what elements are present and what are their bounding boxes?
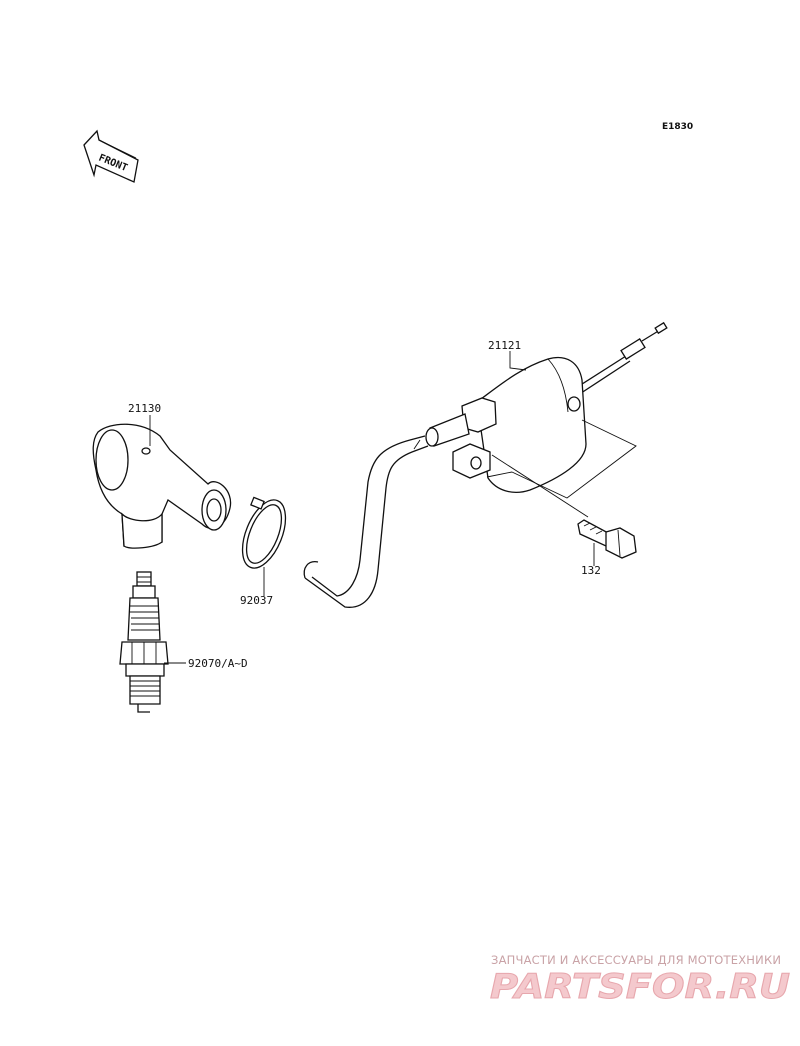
spark-plug-cap xyxy=(92,423,232,549)
watermark: ЗАПЧАСТИ И АКСЕССУАРЫ ДЛЯ МОТОТЕХНИКИ PA… xyxy=(490,953,791,1008)
spark-plug xyxy=(119,571,169,713)
high-tension-cable xyxy=(303,435,429,608)
part-number-21130[interactable]: 21130 xyxy=(128,402,161,415)
front-arrow-icon: FRONT xyxy=(83,129,139,183)
part-number-21121[interactable]: 21121 xyxy=(488,339,521,352)
diagram-code: E1830 xyxy=(662,122,693,132)
part-number-92037[interactable]: 92037 xyxy=(240,594,273,607)
part-number-132[interactable]: 132 xyxy=(581,564,601,577)
ignition-coil xyxy=(425,321,668,499)
watermark-tagline: ЗАПЧАСТИ И АКСЕССУАРЫ ДЛЯ МОТОТЕХНИКИ xyxy=(491,953,781,967)
clamp xyxy=(241,496,287,569)
bolt xyxy=(491,454,637,559)
watermark-brand: PARTSFOR.RU xyxy=(490,967,790,1007)
part-number-92070[interactable]: 92070/A~D xyxy=(188,657,248,670)
leader-21121 xyxy=(509,351,527,371)
